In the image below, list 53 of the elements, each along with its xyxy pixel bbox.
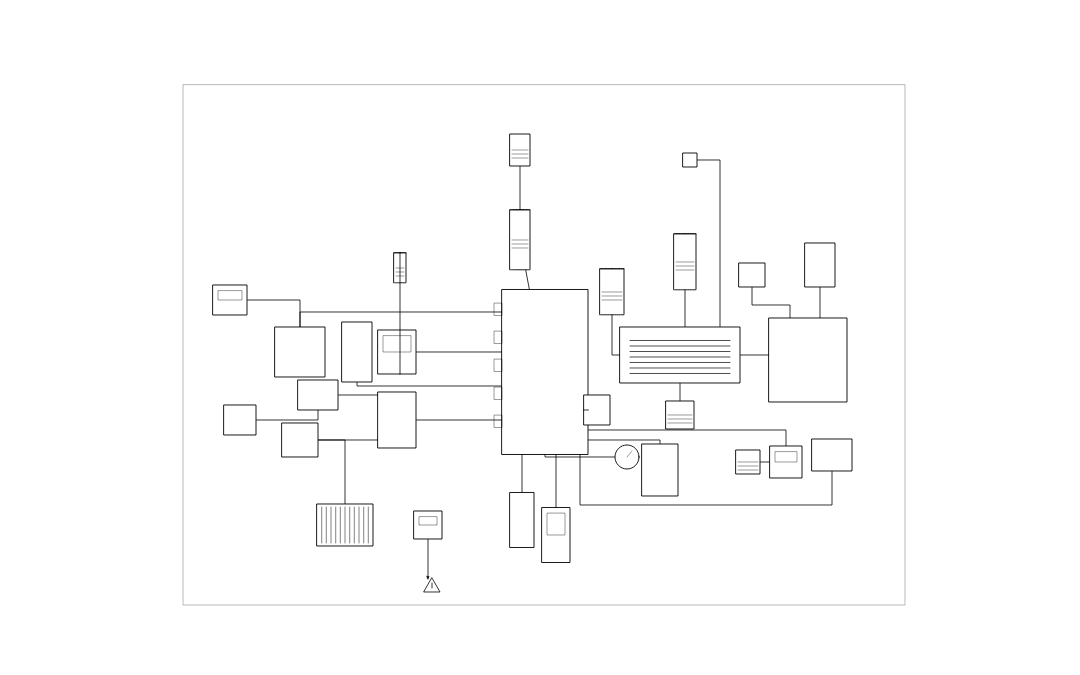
module <box>509 492 535 548</box>
sensor-mount <box>682 152 698 168</box>
camera <box>413 510 443 540</box>
radiator <box>316 503 374 547</box>
wire <box>399 251 401 375</box>
wire <box>338 394 378 396</box>
wire <box>740 354 769 356</box>
wire <box>416 419 502 421</box>
sensor <box>665 400 695 430</box>
wire <box>679 383 681 401</box>
wire <box>555 454 557 508</box>
injector <box>673 233 697 291</box>
control-module <box>493 289 589 455</box>
wire <box>684 289 686 327</box>
fuse-holder <box>341 321 373 383</box>
sensor <box>509 133 531 167</box>
wire <box>588 429 787 446</box>
wire <box>256 410 319 421</box>
wire <box>579 454 833 506</box>
wire <box>416 351 502 353</box>
wire <box>521 454 523 493</box>
wire <box>519 166 521 210</box>
pump <box>804 242 836 288</box>
control-unit <box>212 284 248 316</box>
wire <box>318 439 346 504</box>
filter <box>599 268 625 316</box>
wire <box>356 382 502 387</box>
heat-exchanger <box>619 326 741 384</box>
junction-box <box>377 391 417 449</box>
wire <box>819 287 821 318</box>
control-unit <box>769 445 803 479</box>
sensor <box>735 449 761 475</box>
switch <box>583 394 611 426</box>
connector <box>297 379 339 411</box>
gauge <box>614 444 640 470</box>
wire <box>588 439 661 444</box>
wire <box>426 539 430 580</box>
wire <box>583 409 589 411</box>
motor <box>281 422 319 458</box>
wire <box>751 287 791 318</box>
wire <box>760 461 770 463</box>
wire <box>544 454 615 458</box>
wire <box>611 314 620 356</box>
wire <box>697 159 721 327</box>
wire <box>299 311 502 327</box>
wire <box>525 269 530 290</box>
display-unit <box>541 507 571 563</box>
connector <box>811 438 853 472</box>
actuator <box>223 404 257 436</box>
sensor <box>509 209 531 271</box>
display-unit <box>377 329 417 375</box>
cabinet <box>768 317 848 403</box>
connector <box>738 262 766 288</box>
